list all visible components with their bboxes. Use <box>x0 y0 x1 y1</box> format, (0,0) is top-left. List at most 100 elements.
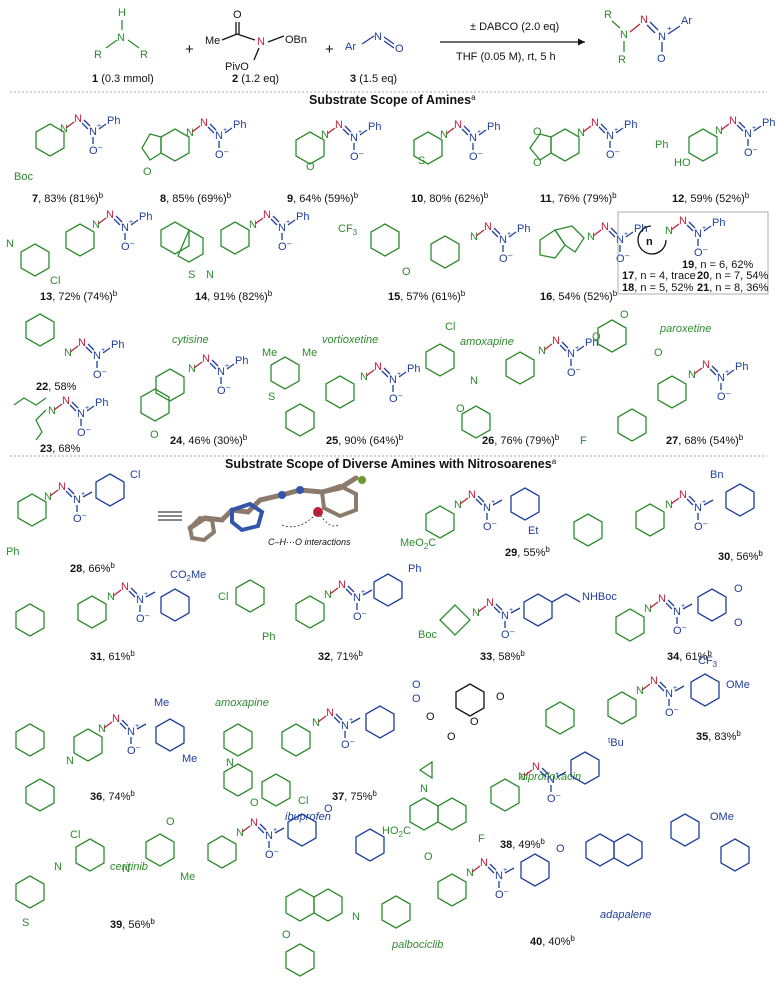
label-25: 25, 90% (64%)b <box>326 433 404 447</box>
atom-bn: Bn <box>710 469 723 481</box>
atom-n: N <box>644 603 652 615</box>
reagent2-label: 2 (1.2 eq) <box>232 73 279 85</box>
atom-n: N <box>324 589 332 601</box>
compound-13: N Cl N <box>6 208 154 287</box>
label-32: 32, 71%b <box>318 649 363 663</box>
compound-35: N CF3 OMe 35, 83%b <box>545 655 750 743</box>
label-20: 20, n = 7, 54% <box>697 270 768 282</box>
plus-charge: + <box>667 24 672 33</box>
atom-n: N <box>440 129 448 141</box>
atom-s: S <box>418 155 425 167</box>
compound-23: N 23, 68% <box>13 394 110 455</box>
label-7: 7, 83% (81%)b <box>32 191 104 205</box>
atom-n: N <box>352 911 360 923</box>
atom-o: O <box>470 716 479 728</box>
atom-o: O <box>657 53 666 65</box>
atom-n: N <box>321 129 329 141</box>
section-heading-nitrosoarenes: Substrate Scope of Diverse Amines with N… <box>225 457 557 471</box>
label-12: 12, 59% (52%)b <box>672 191 750 205</box>
atom-s: S <box>188 269 195 281</box>
atom-o: O <box>556 843 565 855</box>
atom-cf3: CF3 <box>698 655 718 669</box>
reagent1-label: 1 (0.3 mmol) <box>92 73 154 85</box>
atom-o: O <box>533 126 542 138</box>
drug-name-adapalene: adapalene <box>600 909 651 921</box>
compound-28: Ph N Cl 28, 66%b <box>6 469 140 575</box>
atom-n: N <box>466 867 474 879</box>
compound-39: ceritinib S N Cl N Me O N ibuprofen O 39… <box>15 803 385 931</box>
atom-n: N <box>107 591 115 603</box>
reaction-scheme: H N R R 1 (0.3 mmol) + O Me N OBn PivO 2… <box>92 7 692 85</box>
atom-o: O <box>250 797 259 809</box>
atom-n: N <box>360 371 368 383</box>
atom-o: O <box>395 43 404 55</box>
atom-n: N <box>587 231 595 243</box>
atom-n: N <box>658 31 666 43</box>
label-30: 30, 56%b <box>718 549 763 563</box>
atom-r1: R <box>94 49 102 61</box>
atom-ome: OMe <box>726 679 750 691</box>
product-triazene-oxide: R N R N N + Ar O <box>604 9 692 66</box>
atom-o: O <box>282 929 291 941</box>
label-24: 24, 46% (30%)b <box>170 433 248 447</box>
atom-n: N <box>60 123 68 135</box>
compound-26-amoxapine: amoxapine Cl O N N 26, 76% (79%)b <box>425 321 600 447</box>
label-23: 23, 68% <box>40 443 81 455</box>
label-39: 39, 56%b <box>110 917 155 931</box>
label-37: 37, 75%b <box>332 789 377 803</box>
compound-36: N N Me Me 36, 74%b <box>15 697 197 812</box>
atom-n: N <box>54 861 62 873</box>
compound-30: N Bn 30, 56%b <box>573 469 763 563</box>
drug-name-paroxetine: paroxetine <box>659 323 711 335</box>
atom-o: O <box>306 161 315 173</box>
label-36: 36, 74%b <box>90 789 135 803</box>
atom-r1: R <box>604 9 612 21</box>
atom-me: Me <box>180 871 195 883</box>
atom-ph: Ph <box>408 563 421 575</box>
compound-22: N 22, 58% <box>25 313 126 393</box>
reaction-arrow: ± DABCO (2.0 eq) THF (0.05 M), rt, 5 h <box>440 21 585 63</box>
compound-12: Ph HO N <box>655 114 777 169</box>
label-17: 17, n = 4, trace <box>622 270 696 282</box>
atom-n: N <box>44 491 52 503</box>
atom-r2: R <box>140 49 148 61</box>
atom-o: O <box>412 693 421 705</box>
atom-me: Me <box>205 35 220 47</box>
label-35: 35, 83%b <box>696 729 741 743</box>
drug-name-ibuprofen: ibuprofen <box>285 811 331 823</box>
atom-n: N <box>688 369 696 381</box>
atom-me: Me <box>182 753 197 765</box>
compound-9: O N <box>295 118 383 173</box>
compound-29: MeO2C N Et 29, 55%b <box>400 487 550 559</box>
atom-ar: Ar <box>681 15 692 27</box>
atom-ph: Ph <box>6 546 19 558</box>
compound-25-vortioxetine: vortioxetine Me Me S N 25, 90% (64%)b <box>262 334 422 447</box>
label-31: 31, 61%b <box>90 649 135 663</box>
plus-1: + <box>185 41 194 58</box>
atom-o: O <box>150 429 159 441</box>
label-8: 8, 85% (69%)b <box>160 191 232 205</box>
label-29: 29, 55%b <box>505 545 550 559</box>
label-27: 27, 68% (54%)b <box>666 433 744 447</box>
label-33: 33, 58%b <box>480 649 525 663</box>
atom-n: N <box>92 219 100 231</box>
atom-n: N <box>6 238 14 250</box>
atom-n: N <box>636 685 644 697</box>
label-11: 11, 76% (79%)b <box>540 191 617 205</box>
atom-co2me: CO2Me <box>170 569 206 583</box>
atom-o: O <box>324 803 333 815</box>
atom-s: S <box>268 391 275 403</box>
atom-nhboc: NHBoc <box>582 591 617 603</box>
atom-o: O <box>233 9 242 21</box>
ring-n-label: n <box>646 236 653 248</box>
drug-name-cytisine: cytisine <box>172 334 209 346</box>
atom-me: Me <box>154 697 169 709</box>
atom-ar: Ar <box>345 41 356 53</box>
reagent-amine: H N R R 1 (0.3 mmol) <box>92 7 154 85</box>
atom-o: O <box>402 266 411 278</box>
atom-n: N <box>420 783 428 795</box>
atom-cl: Cl <box>130 469 140 481</box>
atom-o: O <box>456 403 465 415</box>
atom-o: O <box>447 731 456 743</box>
